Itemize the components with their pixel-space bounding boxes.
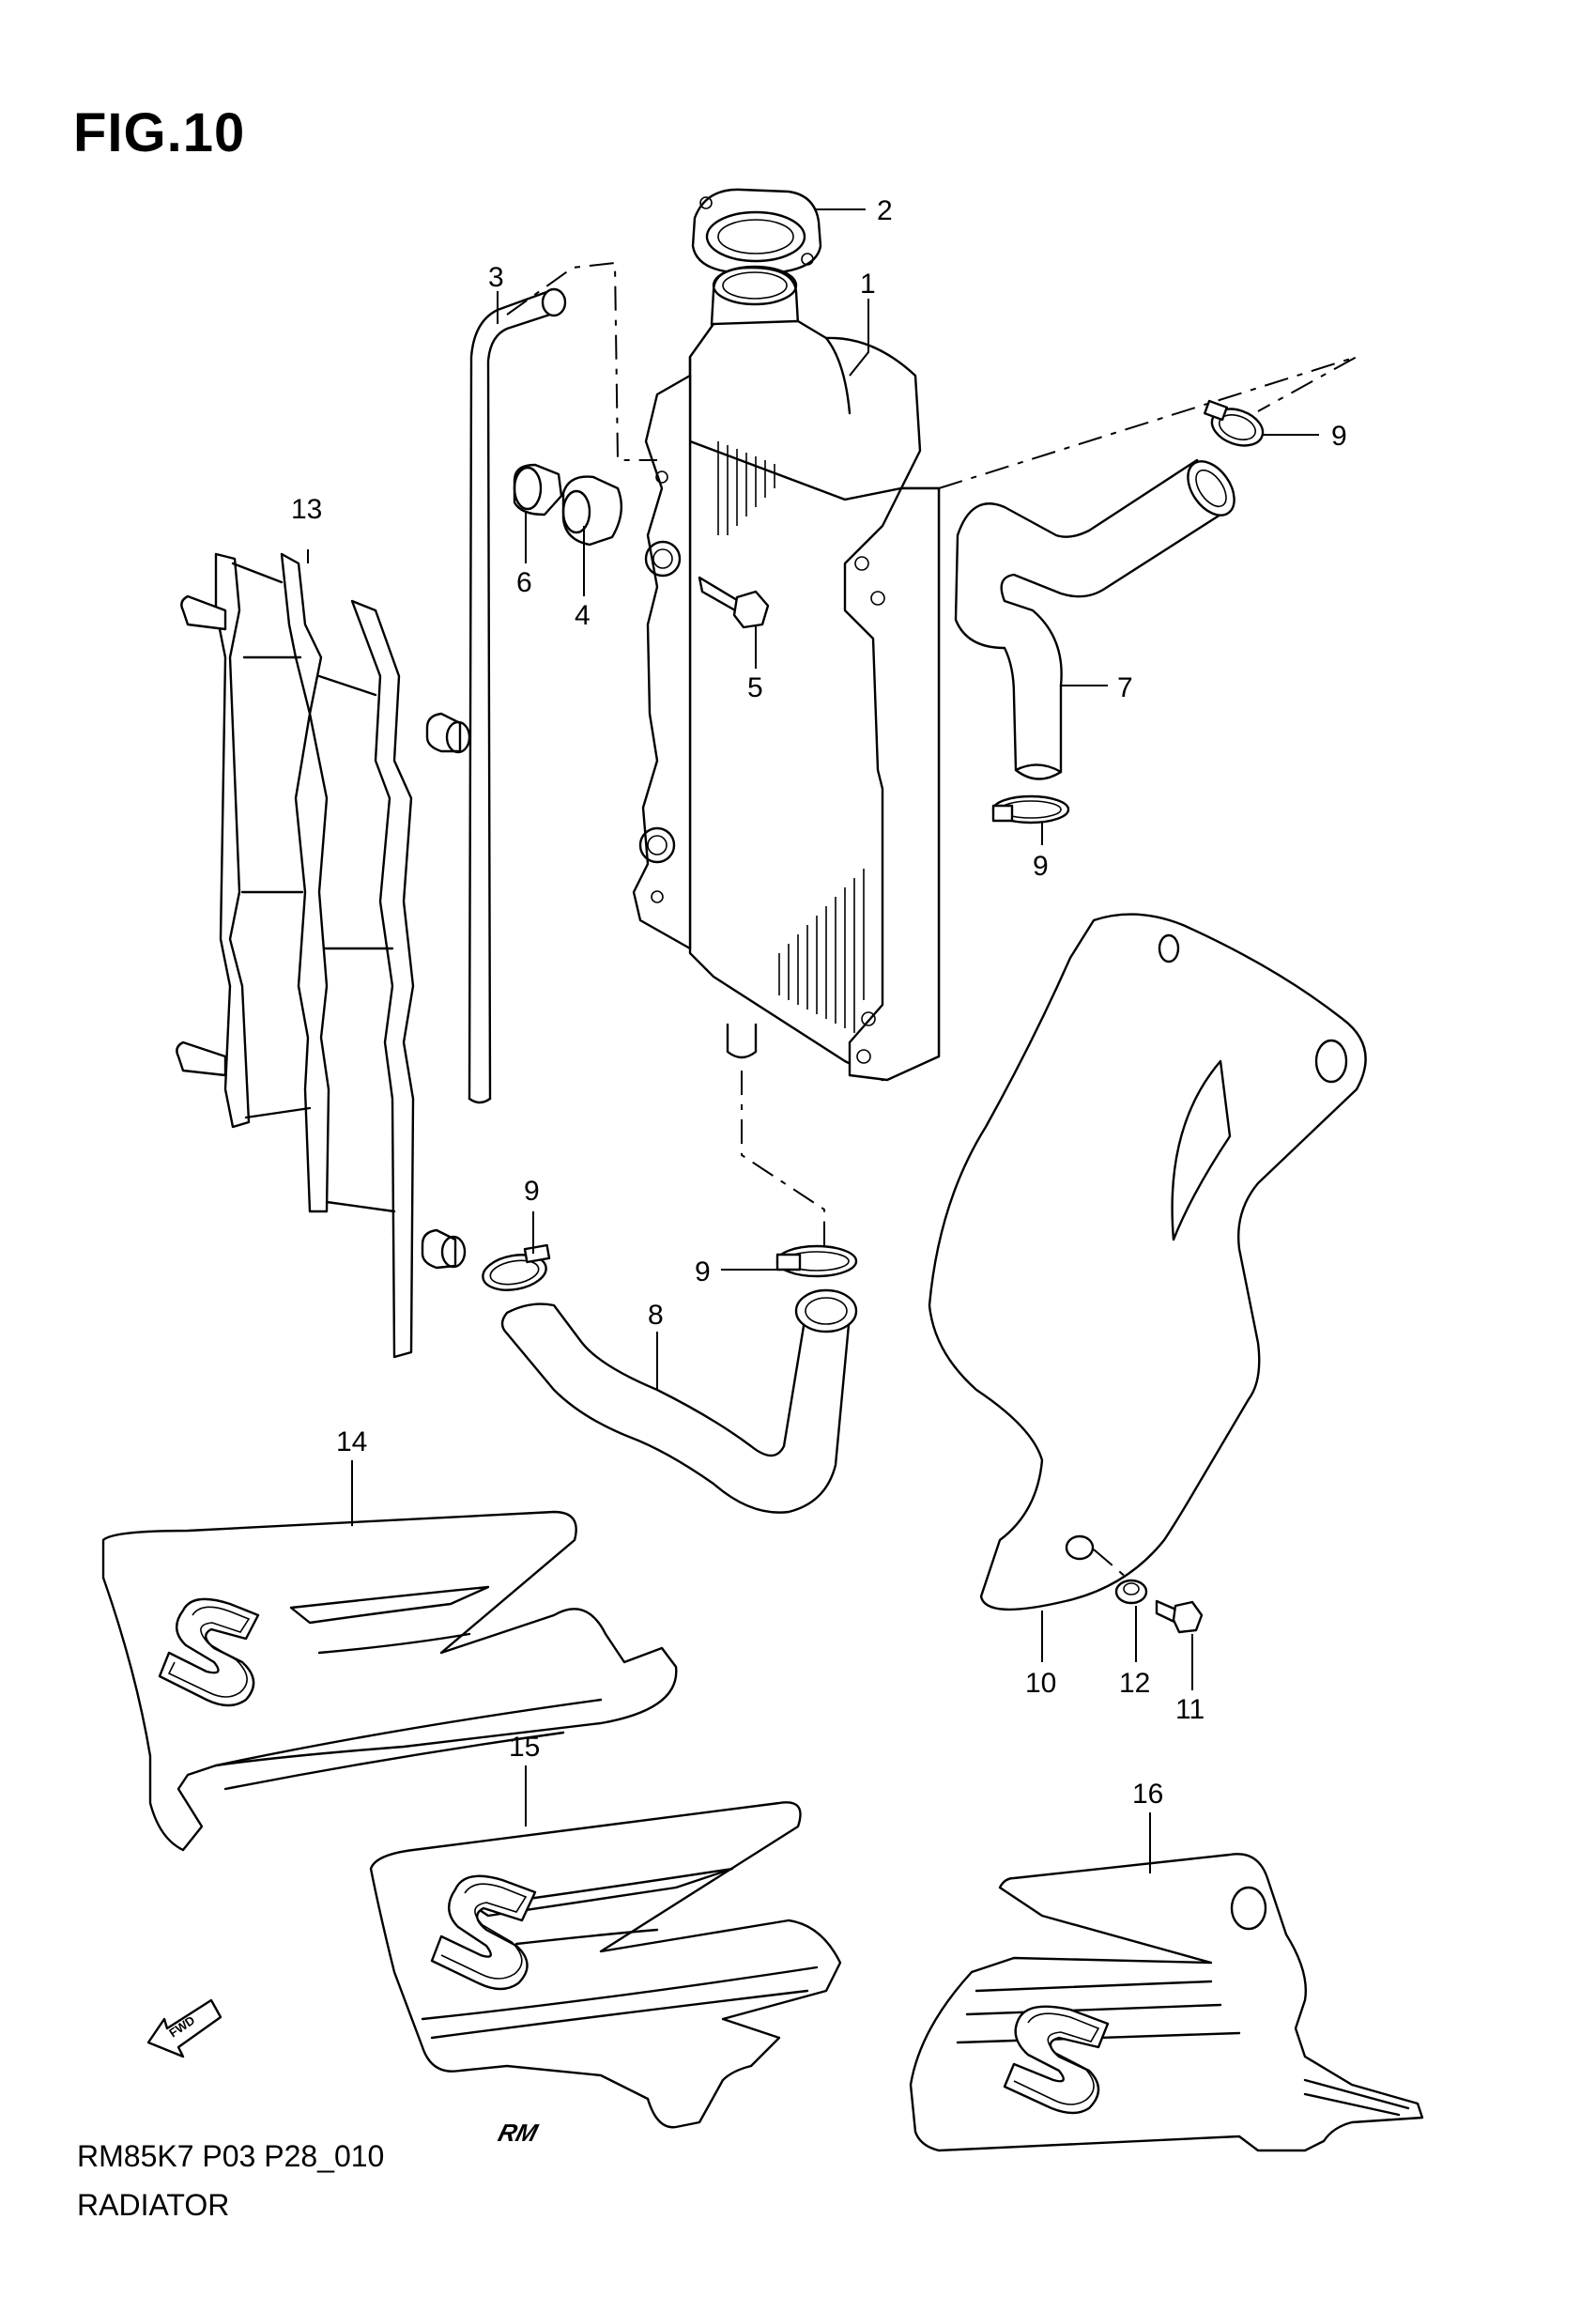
fwd-arrow-icon: FWD xyxy=(146,1998,223,2058)
callout-9: 9 xyxy=(1033,851,1049,882)
callout-16: 16 xyxy=(1132,1779,1163,1810)
lower-hose xyxy=(500,1288,858,1514)
leader-lines xyxy=(307,208,1319,1873)
callout-7: 7 xyxy=(1117,672,1133,703)
hose-clamp xyxy=(991,794,1070,825)
hose-clamp xyxy=(775,1244,858,1278)
callout-15: 15 xyxy=(509,1732,540,1763)
assembly-lines xyxy=(506,261,1358,1579)
washer-12 xyxy=(1114,1579,1148,1605)
callout-3: 3 xyxy=(488,262,504,293)
overflow-tube xyxy=(468,287,567,1104)
hose-clamp xyxy=(482,1243,551,1291)
callout-11: 11 xyxy=(1175,1694,1205,1725)
figure-title: FIG.10 xyxy=(73,102,246,163)
upper-hose xyxy=(954,458,1235,780)
callout-14: 14 xyxy=(336,1426,367,1457)
bolt-5 xyxy=(698,576,770,629)
callout-13: 13 xyxy=(291,494,322,525)
callout-1: 1 xyxy=(860,269,876,300)
shroud-decal-14: RM xyxy=(101,1510,678,1852)
radiator-shroud xyxy=(928,913,1367,1611)
callout-2: 2 xyxy=(877,195,893,226)
diagram-name: RADIATOR xyxy=(77,2188,230,2222)
callout-6: 6 xyxy=(516,567,532,598)
radiator-louver xyxy=(176,552,471,1359)
callout-12: 12 xyxy=(1119,1668,1150,1699)
callout-5: 5 xyxy=(747,672,763,703)
shroud-decal-15: RM xyxy=(369,1801,842,2129)
cushion-4 xyxy=(561,475,623,547)
bolt-11 xyxy=(1155,1599,1204,1634)
hose-clamp xyxy=(1204,399,1265,447)
callout-numbers: 2 1 3 13 6 4 5 9 7 9 9 9 8 14 15 16 10 1… xyxy=(291,195,1347,1810)
callout-10: 10 xyxy=(1025,1668,1056,1699)
rm-logo: RM xyxy=(495,2119,541,2146)
shroud-decal-16: RM xyxy=(495,1853,1424,2152)
radiator-cap xyxy=(691,188,822,274)
callout-4: 4 xyxy=(575,600,591,631)
callout-9: 9 xyxy=(695,1256,711,1287)
callout-8: 8 xyxy=(648,1300,664,1331)
diagram-code: RM85K7 P03 P28_010 xyxy=(77,2139,385,2173)
callout-9: 9 xyxy=(524,1176,540,1207)
callout-9: 9 xyxy=(1331,421,1347,452)
collar-6 xyxy=(513,463,563,516)
radiator xyxy=(632,265,941,1082)
